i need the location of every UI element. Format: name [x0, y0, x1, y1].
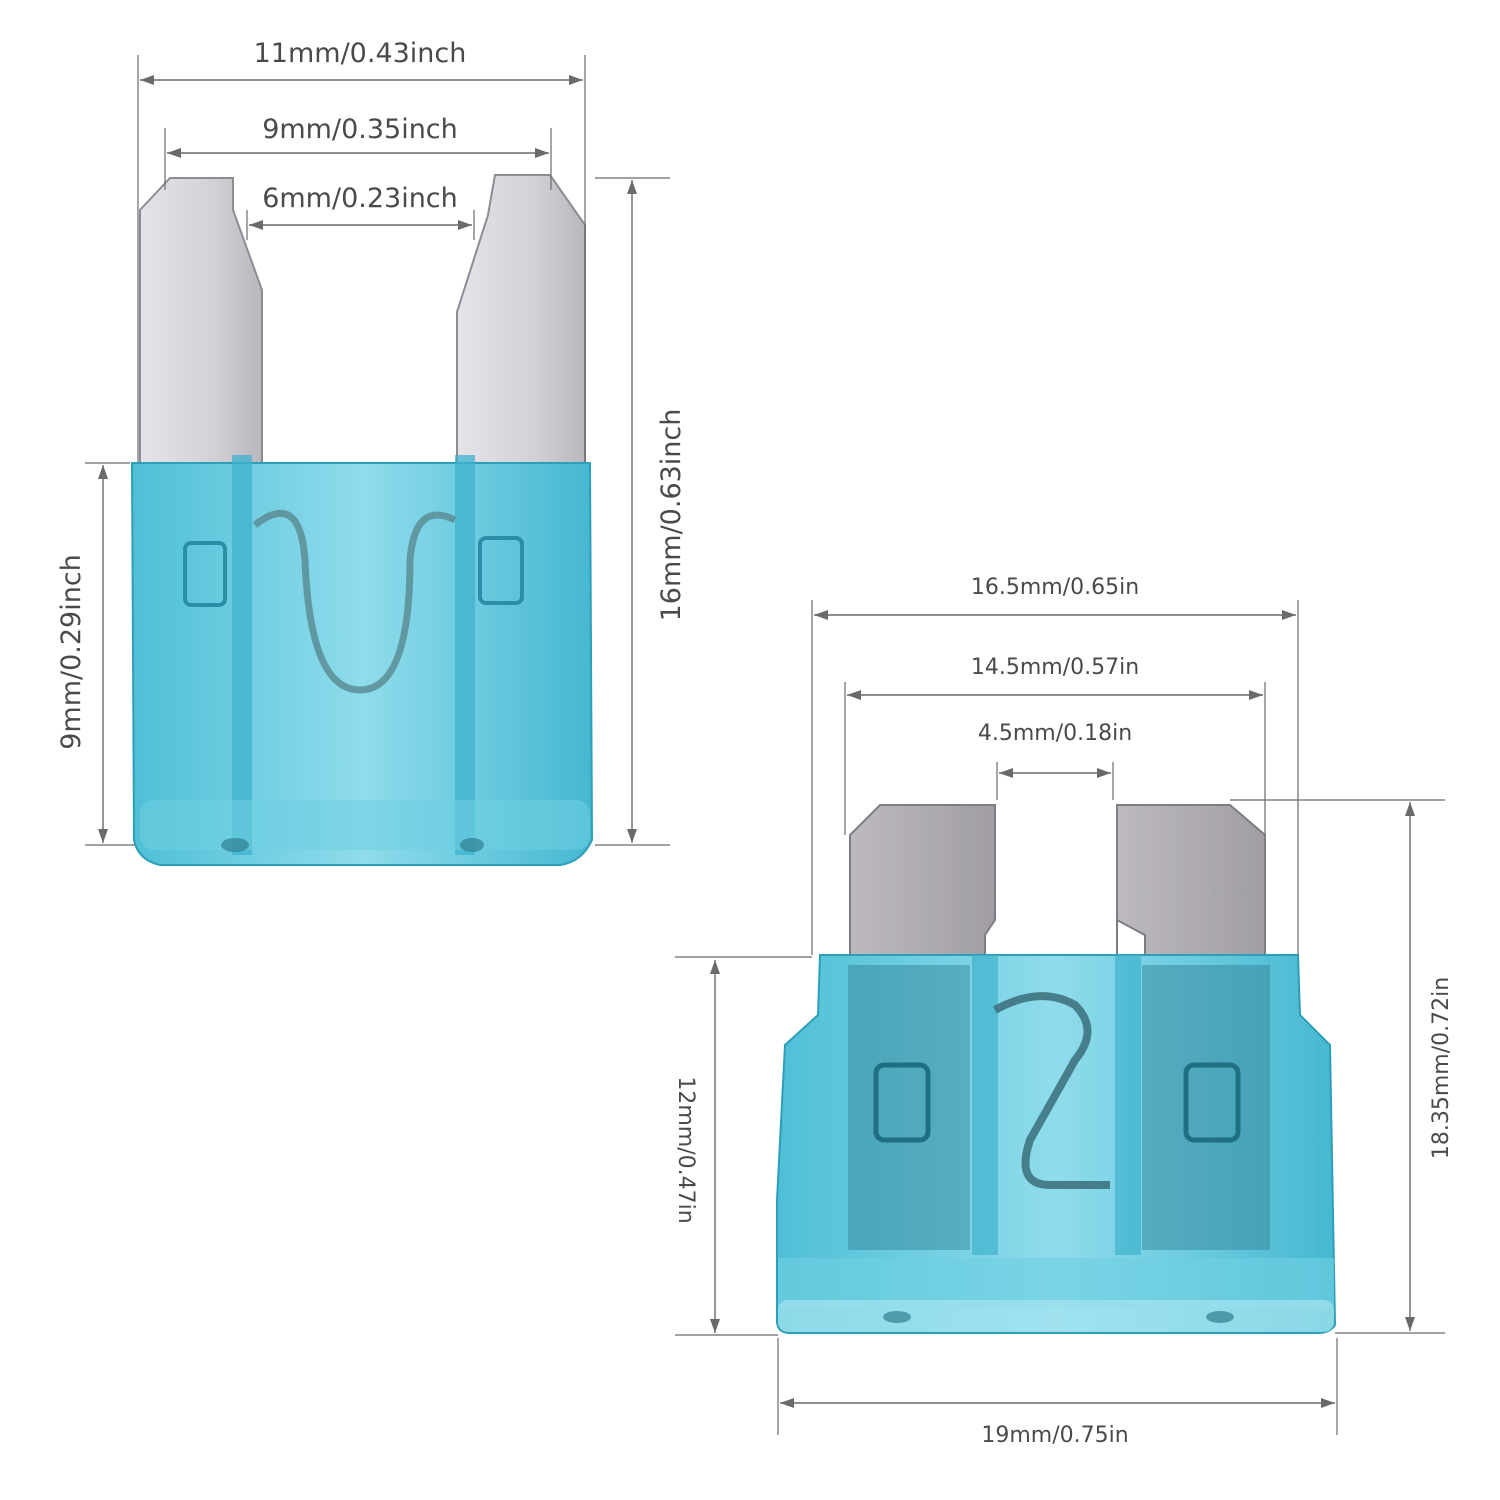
mini-fuse-body-height-label: 9mm/0.29inch	[56, 554, 87, 750]
standard-fuse-bottom-band	[778, 1258, 1334, 1308]
mini-fuse-test-point	[183, 541, 227, 607]
standard-fuse-test-point	[873, 1062, 931, 1143]
standard-fuse-body-height-label: 12mm/0.47in	[673, 1076, 698, 1223]
standard-fuse-dimensions: 16.5mm/0.65in 14.5mm/0.57in 4.5mm/0.18in…	[673, 575, 1454, 1448]
mini-fuse-rib	[455, 455, 475, 855]
mini-fuse-blade-width-label: 9mm/0.35inch	[262, 114, 458, 145]
standard-fuse-right-blade	[1116, 804, 1266, 961]
mini-fuse-bottom-rim	[140, 800, 590, 850]
mini-fuse-left-blade	[139, 177, 263, 466]
standard-fuse-left-blade	[849, 804, 996, 961]
mini-fuse-rib	[232, 455, 252, 855]
mini-fuse-overall-width-label: 11mm/0.43inch	[254, 38, 467, 69]
standard-fuse-test-point	[1183, 1062, 1241, 1143]
standard-fuse-upper-width-label: 16.5mm/0.65in	[971, 575, 1139, 600]
mini-fuse-element	[252, 509, 457, 694]
standard-fuse-blade-width-label: 14.5mm/0.57in	[971, 655, 1139, 680]
standard-fuse-bottom-width-label: 19mm/0.75in	[981, 1423, 1128, 1448]
mini-fuse-right-blade	[456, 174, 586, 466]
standard-fuse-total-height-label: 18.35mm/0.72in	[1429, 977, 1454, 1159]
mini-fuse-dimensions: 11mm/0.43inch 9mm/0.35inch 6mm/0.23inch …	[56, 38, 687, 846]
standard-fuse-inner-blade	[848, 965, 970, 1250]
standard-fuse-blade-gap-label: 4.5mm/0.18in	[978, 721, 1132, 746]
standard-fuse-inner-blade	[1142, 965, 1270, 1250]
standard-fuse-body	[776, 954, 1337, 1334]
standard-fuse	[776, 804, 1337, 1334]
mini-fuse-test-point	[478, 536, 524, 605]
mini-fuse-blade-gap-label: 6mm/0.23inch	[262, 183, 458, 214]
mini-fuse	[130, 174, 594, 866]
standard-fuse-element	[993, 992, 1110, 1189]
mini-fuse-total-height-label: 16mm/0.63inch	[656, 409, 687, 622]
